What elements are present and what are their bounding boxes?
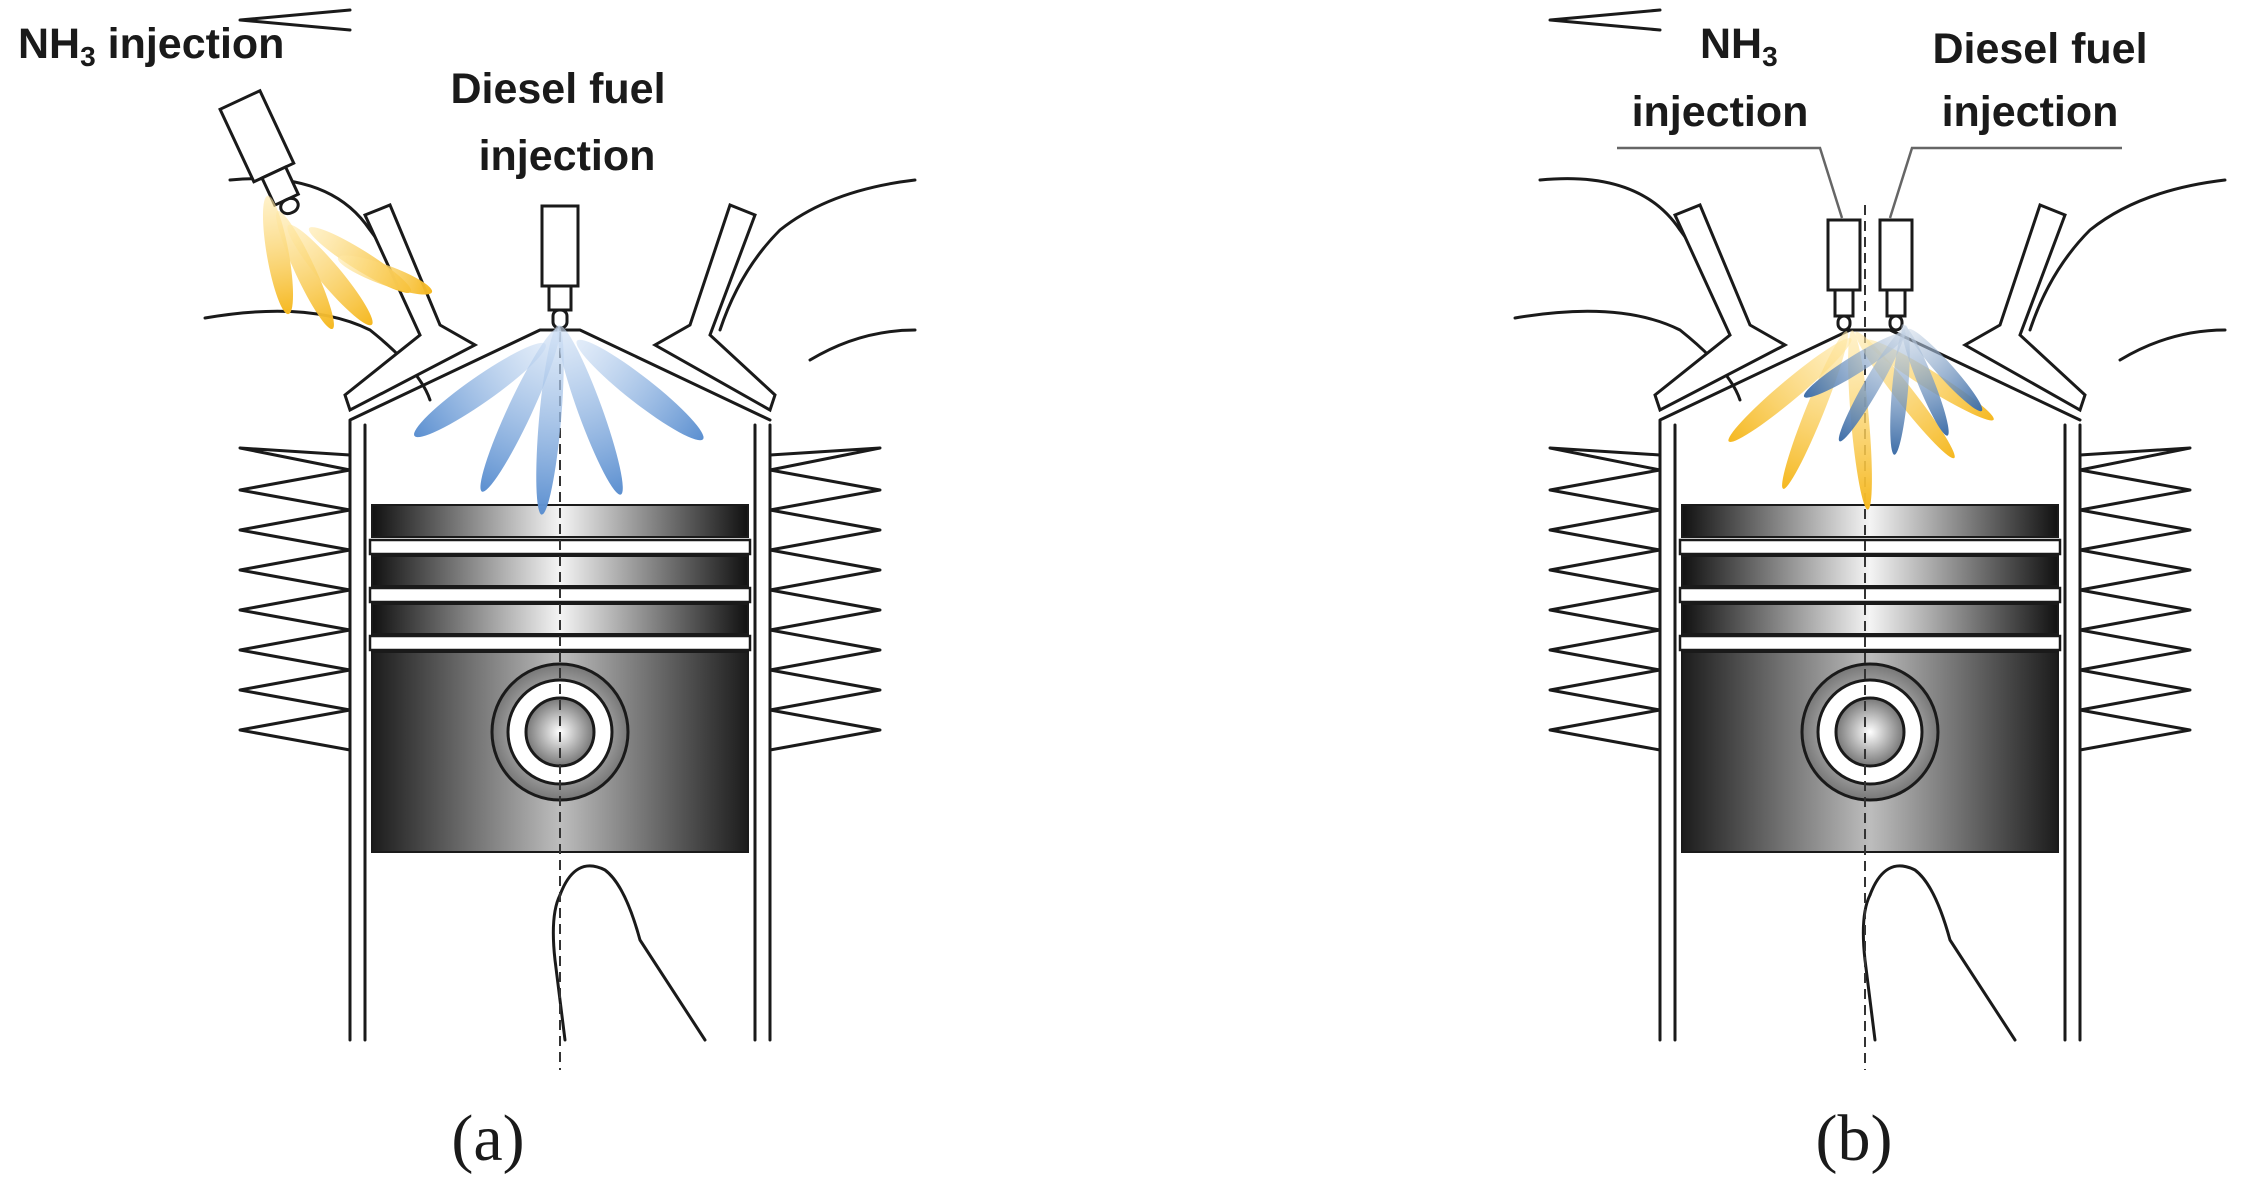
nh3-injection-label-a: NH3 injection	[18, 20, 284, 72]
nh3-injector-a	[218, 88, 301, 216]
diesel-fuel-label-b-line2: injection	[1942, 88, 2119, 136]
nh3-injection-label-b-line1: NH3	[1700, 20, 1778, 72]
diesel-spray-b	[1803, 324, 1983, 455]
panel-a: NH3 injection Diesel fuel injection (a)	[18, 8, 917, 1175]
caption-a: (a)	[451, 1102, 524, 1175]
diesel-leader-b	[1888, 146, 2122, 219]
nh3-injection-label-b-line2: injection	[1632, 88, 1809, 136]
nh3-injector-b	[1826, 218, 1862, 332]
nh3-leader-b	[1617, 146, 1844, 219]
diesel-spray-a	[414, 325, 704, 515]
engine-body-b	[1513, 8, 2227, 1042]
diesel-injector-a	[540, 204, 580, 330]
diesel-fuel-label-a-line2: injection	[479, 132, 656, 180]
caption-b: (b)	[1816, 1102, 1893, 1175]
diesel-injector-b	[1878, 218, 1914, 332]
nh3-spray-a	[262, 195, 433, 330]
diesel-fuel-label-a-line1: Diesel fuel	[450, 65, 665, 113]
diesel-fuel-label-b-line1: Diesel fuel	[1932, 25, 2147, 73]
panel-b: NH3 injection Diesel fuel injection (b)	[1513, 8, 2227, 1175]
